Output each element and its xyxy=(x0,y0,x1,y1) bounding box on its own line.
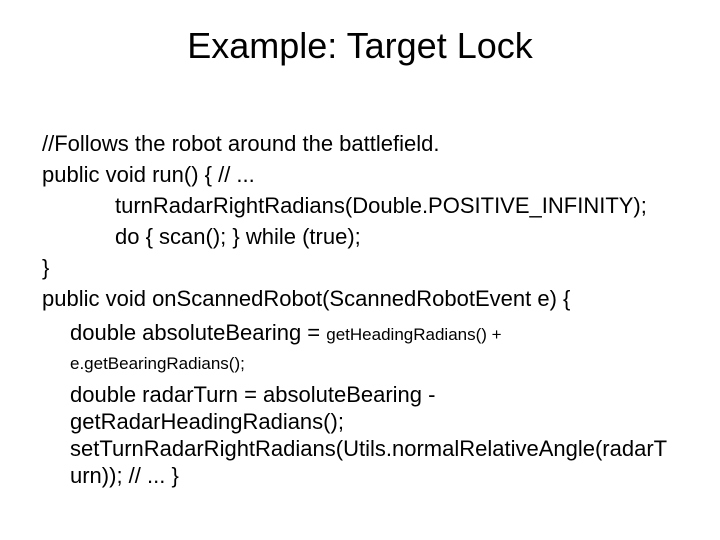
code-line-do-scan: do { scan(); } while (true); xyxy=(115,224,361,249)
code-text-absolute-bearing-main: double absoluteBearing = xyxy=(70,320,327,345)
code-line-radar-turn: double radarTurn = absoluteBearing -getR… xyxy=(70,381,692,489)
code-text-radar-turn-1: double radarTurn = absoluteBearing - xyxy=(70,382,436,407)
slide-title: Example: Target Lock xyxy=(187,25,533,66)
code-block: //Follows the robot around the battlefie… xyxy=(0,133,720,489)
code-line-absolute-bearing: double absoluteBearing = getHeadingRadia… xyxy=(70,319,692,377)
code-text-radar-turn-2: getRadarHeadingRadians(); xyxy=(70,409,344,434)
code-line-run-signature: public void run() { // ... xyxy=(42,162,255,187)
code-text-set-turn-1: setTurnRadarRightRadians(Utils.normalRel… xyxy=(70,436,668,461)
code-text-get-heading-radians: getHeadingRadians() + xyxy=(326,325,502,344)
code-text-set-turn-2: urn)); // ... } xyxy=(70,463,179,488)
code-line-turn-radar: turnRadarRightRadians(Double.POSITIVE_IN… xyxy=(115,193,647,218)
code-line-on-scanned-signature: public void onScannedRobot(ScannedRobotE… xyxy=(42,286,571,311)
code-line-close-brace: } xyxy=(42,255,50,280)
code-text-get-bearing-radians: e.getBearingRadians(); xyxy=(70,354,245,373)
code-line-comment: //Follows the robot around the battlefie… xyxy=(42,131,440,156)
